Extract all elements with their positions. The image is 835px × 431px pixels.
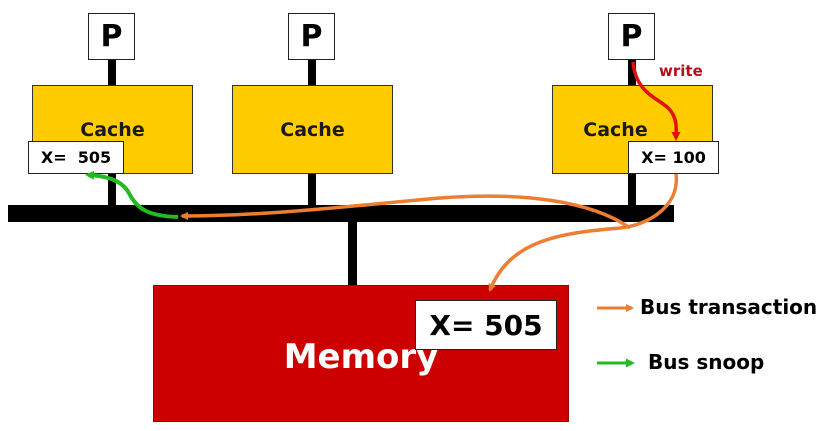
processor-2-label: P (300, 19, 323, 54)
cache-3-label: Cache (583, 118, 648, 141)
transaction-arrow-to-memory (488, 173, 678, 292)
legend-transaction-label: Bus transaction (640, 295, 818, 319)
legend-snoop-label: Bus snoop (648, 350, 765, 374)
cache-1-value: X= 505 (28, 141, 124, 174)
system-bus (8, 205, 674, 222)
processor-3-link (628, 60, 636, 86)
cache-3-value-text: X= 100 (641, 148, 706, 167)
memory-value-text: X= 505 (429, 308, 543, 342)
cache-2-bus-link (308, 172, 316, 206)
cache-1-label: Cache (80, 118, 145, 141)
cache-3-value: X= 100 (628, 141, 719, 174)
cache-2-label: Cache (280, 118, 345, 141)
processor-1-label: P (100, 19, 123, 54)
processor-1-link (108, 60, 116, 86)
processor-2-link (308, 60, 316, 86)
memory-bus-link (348, 220, 357, 286)
memory-value: X= 505 (415, 300, 557, 350)
memory-label: Memory (283, 336, 439, 377)
cache-1-bus-link (108, 172, 116, 206)
processor-2: P (288, 13, 335, 60)
processor-3-label: P (620, 19, 643, 54)
processor-1: P (88, 13, 135, 60)
cache-3-bus-link (628, 172, 636, 206)
cache-2: Cache (232, 85, 393, 174)
processor-3: P (608, 13, 655, 60)
write-label: write (659, 62, 703, 80)
memory: Memory (153, 285, 569, 422)
cache-1-value-text: X= 505 (40, 148, 112, 167)
